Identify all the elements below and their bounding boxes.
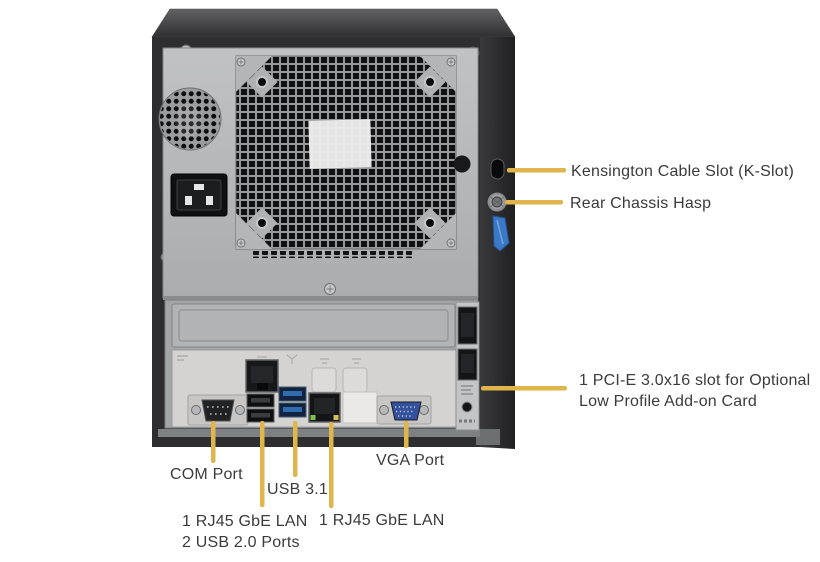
lan1-usb2-stack bbox=[245, 359, 279, 423]
bracket-hole bbox=[461, 401, 473, 413]
center-label-square bbox=[308, 119, 372, 169]
main-fan-grille bbox=[235, 55, 457, 250]
usb31-label: USB 3.1 bbox=[267, 481, 328, 498]
chassis-hasp-label: Rear Chassis Hasp bbox=[570, 195, 712, 212]
callout-line-vga bbox=[404, 421, 409, 448]
addon-lan-port-1 bbox=[457, 306, 478, 345]
stamped-knockout-1 bbox=[311, 367, 337, 393]
hasp-blue-tab bbox=[492, 215, 510, 252]
bracket-label-text bbox=[461, 385, 473, 395]
psu-fan-grille bbox=[158, 87, 222, 151]
lan1-usb2-label-line2: 2 USB 2.0 Ports bbox=[182, 534, 300, 551]
vga-port-label: VGA Port bbox=[376, 452, 445, 469]
callout-line-lan-usb bbox=[260, 421, 265, 507]
pcie-slot-label-line2: Low Profile Add-on Card bbox=[579, 393, 758, 410]
lan2-label: 1 RJ45 GbE LAN bbox=[319, 512, 445, 529]
callout-line-hasp bbox=[505, 200, 563, 205]
pcie-addon-bracket bbox=[455, 301, 480, 431]
pcie-slot-label-line1: 1 PCI-E 3.0x16 slot for Optional bbox=[579, 372, 811, 389]
lan-port-2 bbox=[308, 392, 341, 423]
addon-lan-port-2 bbox=[457, 348, 478, 381]
blank-port-cover bbox=[342, 391, 378, 424]
panel-divider bbox=[163, 296, 478, 300]
callout-line-usb3 bbox=[293, 421, 298, 477]
vent-slots bbox=[252, 251, 412, 258]
kensington-slot-label: Kensington Cable Slot (K-Slot) bbox=[571, 163, 794, 180]
grille-screws bbox=[236, 57, 456, 248]
callout-lines bbox=[211, 168, 567, 508]
ac-power-inlet bbox=[170, 173, 228, 217]
screw-below-grille bbox=[324, 283, 336, 295]
kensington-slot bbox=[490, 158, 505, 180]
shield-etch-marks bbox=[177, 355, 188, 361]
fan-mount-holes bbox=[246, 66, 446, 239]
vga-port bbox=[376, 395, 432, 425]
chassis-bottom-strip bbox=[158, 429, 480, 437]
com-port bbox=[187, 394, 249, 426]
callout-line-com bbox=[211, 421, 216, 463]
chassis-bottom-foot bbox=[476, 429, 500, 445]
etched-port-icons bbox=[257, 354, 361, 364]
panel-hole bbox=[453, 155, 471, 173]
lan1-usb2-label: 1 RJ45 GbE LAN 2 USB 2.0 Ports bbox=[182, 511, 308, 553]
com-port-label: COM Port bbox=[170, 466, 243, 483]
callout-line-pcie bbox=[481, 386, 567, 391]
chassis-top-face bbox=[151, 8, 516, 38]
blank-slot-cover bbox=[171, 303, 456, 348]
pcie-slot-label: 1 PCI-E 3.0x16 slot for Optional Low Pro… bbox=[579, 370, 810, 412]
lan1-usb2-label-line1: 1 RJ45 GbE LAN bbox=[182, 513, 308, 530]
callout-line-kslot bbox=[507, 168, 566, 173]
usb3-ports bbox=[278, 386, 307, 418]
stamped-knockout-2 bbox=[342, 367, 368, 393]
callout-line-lan2 bbox=[329, 422, 334, 508]
chassis-hasp bbox=[486, 191, 508, 213]
